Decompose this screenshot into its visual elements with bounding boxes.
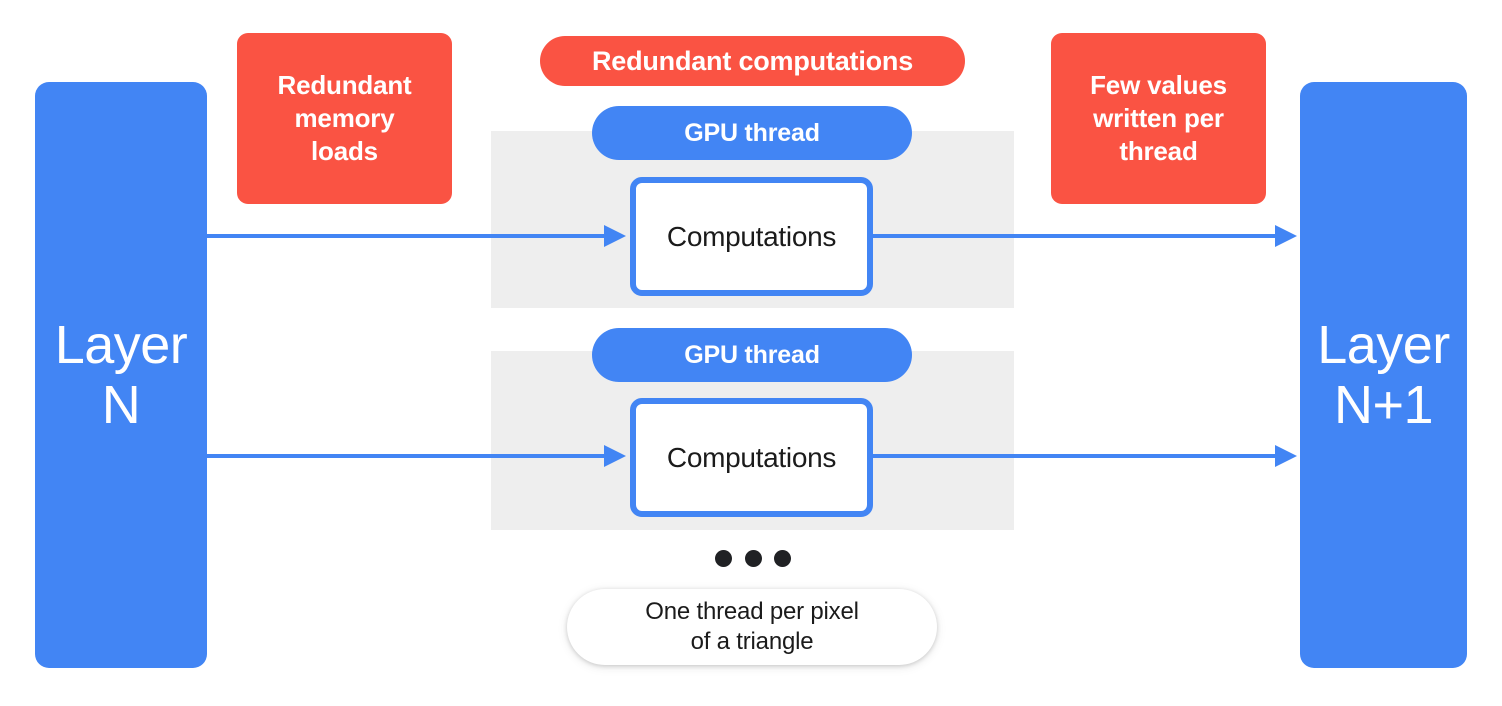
arrow-head-output-thread-1 <box>1275 225 1297 247</box>
ellipsis-dot-3 <box>774 549 791 567</box>
layer-n-plus-1-block: Layer N+1 <box>1300 82 1467 668</box>
arrow-head-input-thread-2 <box>604 445 626 467</box>
ellipsis-more-threads-icon <box>715 548 791 568</box>
gpu-thread-pill-1: GPU thread <box>592 106 912 160</box>
callout-redundant-computations: Redundant computations <box>540 36 965 86</box>
ellipsis-dot-1 <box>715 549 732 567</box>
ellipsis-dot-2 <box>744 549 762 567</box>
computations-box-1: Computations <box>630 177 873 296</box>
arrow-line-output-thread-1 <box>873 234 1275 238</box>
callout-redundant-memory-loads: Redundant memory loads <box>237 33 452 204</box>
gpu-thread-pill-2: GPU thread <box>592 328 912 382</box>
layer-n-block: Layer N <box>35 82 207 668</box>
arrow-line-input-thread-2 <box>207 454 607 458</box>
arrow-line-output-thread-2 <box>873 454 1275 458</box>
arrow-line-input-thread-1 <box>207 234 607 238</box>
arrow-head-output-thread-2 <box>1275 445 1297 467</box>
callout-few-values-written-per-thread: Few values written per thread <box>1051 33 1266 204</box>
note-one-thread-per-pixel: One thread per pixel of a triangle <box>567 589 937 665</box>
computations-box-2: Computations <box>630 398 873 517</box>
arrow-head-input-thread-1 <box>604 225 626 247</box>
